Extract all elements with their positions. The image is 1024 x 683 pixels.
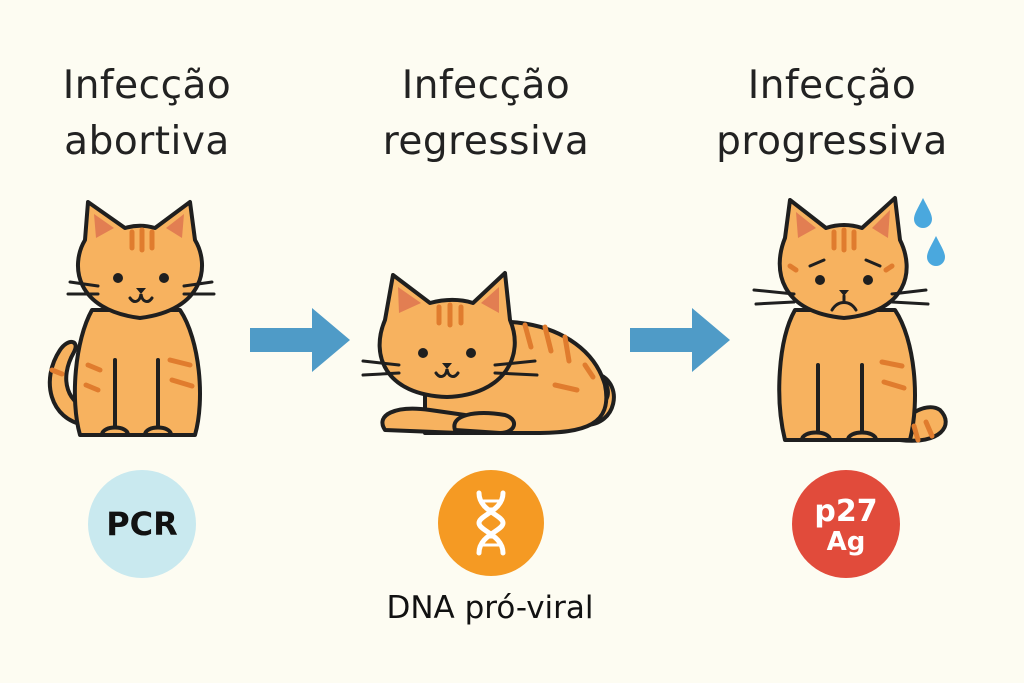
title-abortive: Infecção abortiva — [0, 58, 307, 170]
p27-label: p27 — [814, 494, 878, 529]
ag-label: Ag — [826, 527, 866, 557]
title-regressive-line2: regressiva — [382, 119, 590, 164]
arrow-right-icon — [630, 308, 730, 372]
lying-cat-icon — [361, 271, 616, 435]
arrow-right-icon — [250, 308, 350, 372]
title-regressive: Infecção regressiva — [326, 58, 646, 170]
pcr-badge: PCR — [88, 470, 196, 578]
tear-drop-icon — [914, 198, 932, 228]
title-progressive-line2: progressiva — [716, 119, 948, 164]
title-abortive-line2: abortiva — [64, 119, 230, 164]
p27-ag-badge: p27 Ag — [792, 470, 900, 578]
happy-sitting-cat-icon — [47, 200, 216, 437]
sad-sitting-cat-icon — [752, 196, 948, 443]
title-regressive-line1: Infecção — [401, 63, 571, 108]
tear-drop-icon — [927, 236, 945, 266]
title-progressive-line1: Infecção — [747, 63, 917, 108]
dna-badge — [438, 470, 544, 576]
dna-icon — [476, 490, 506, 556]
dna-caption: DNA pró-viral — [386, 590, 594, 626]
title-abortive-line1: Infecção — [62, 63, 232, 108]
pcr-badge-label: PCR — [106, 505, 178, 543]
title-progressive: Infecção progressiva — [672, 58, 992, 170]
